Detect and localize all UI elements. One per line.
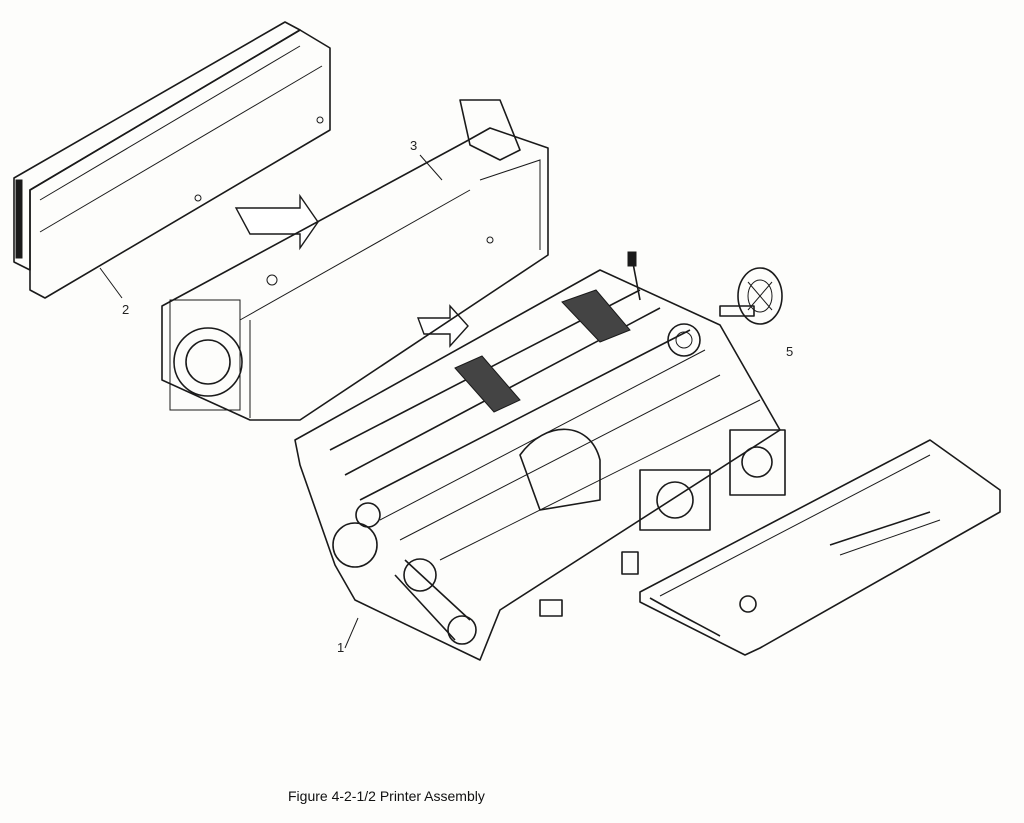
callout-5: 5 (786, 344, 794, 359)
part-3-top-cover (161, 99, 549, 421)
ribbon-cartridge (639, 439, 1001, 656)
part-1-printer-mechanism (294, 251, 786, 661)
part-2-circuit-board (13, 21, 331, 299)
figure-caption: Figure 4-2-1/2 Printer Assembly (288, 788, 485, 804)
callout-2: 2 (122, 302, 130, 317)
callout-3: 3 (410, 138, 418, 153)
part-5-platen-knob (719, 267, 783, 325)
assembly-arrows (234, 193, 469, 348)
callout-1: 1 (337, 640, 345, 655)
